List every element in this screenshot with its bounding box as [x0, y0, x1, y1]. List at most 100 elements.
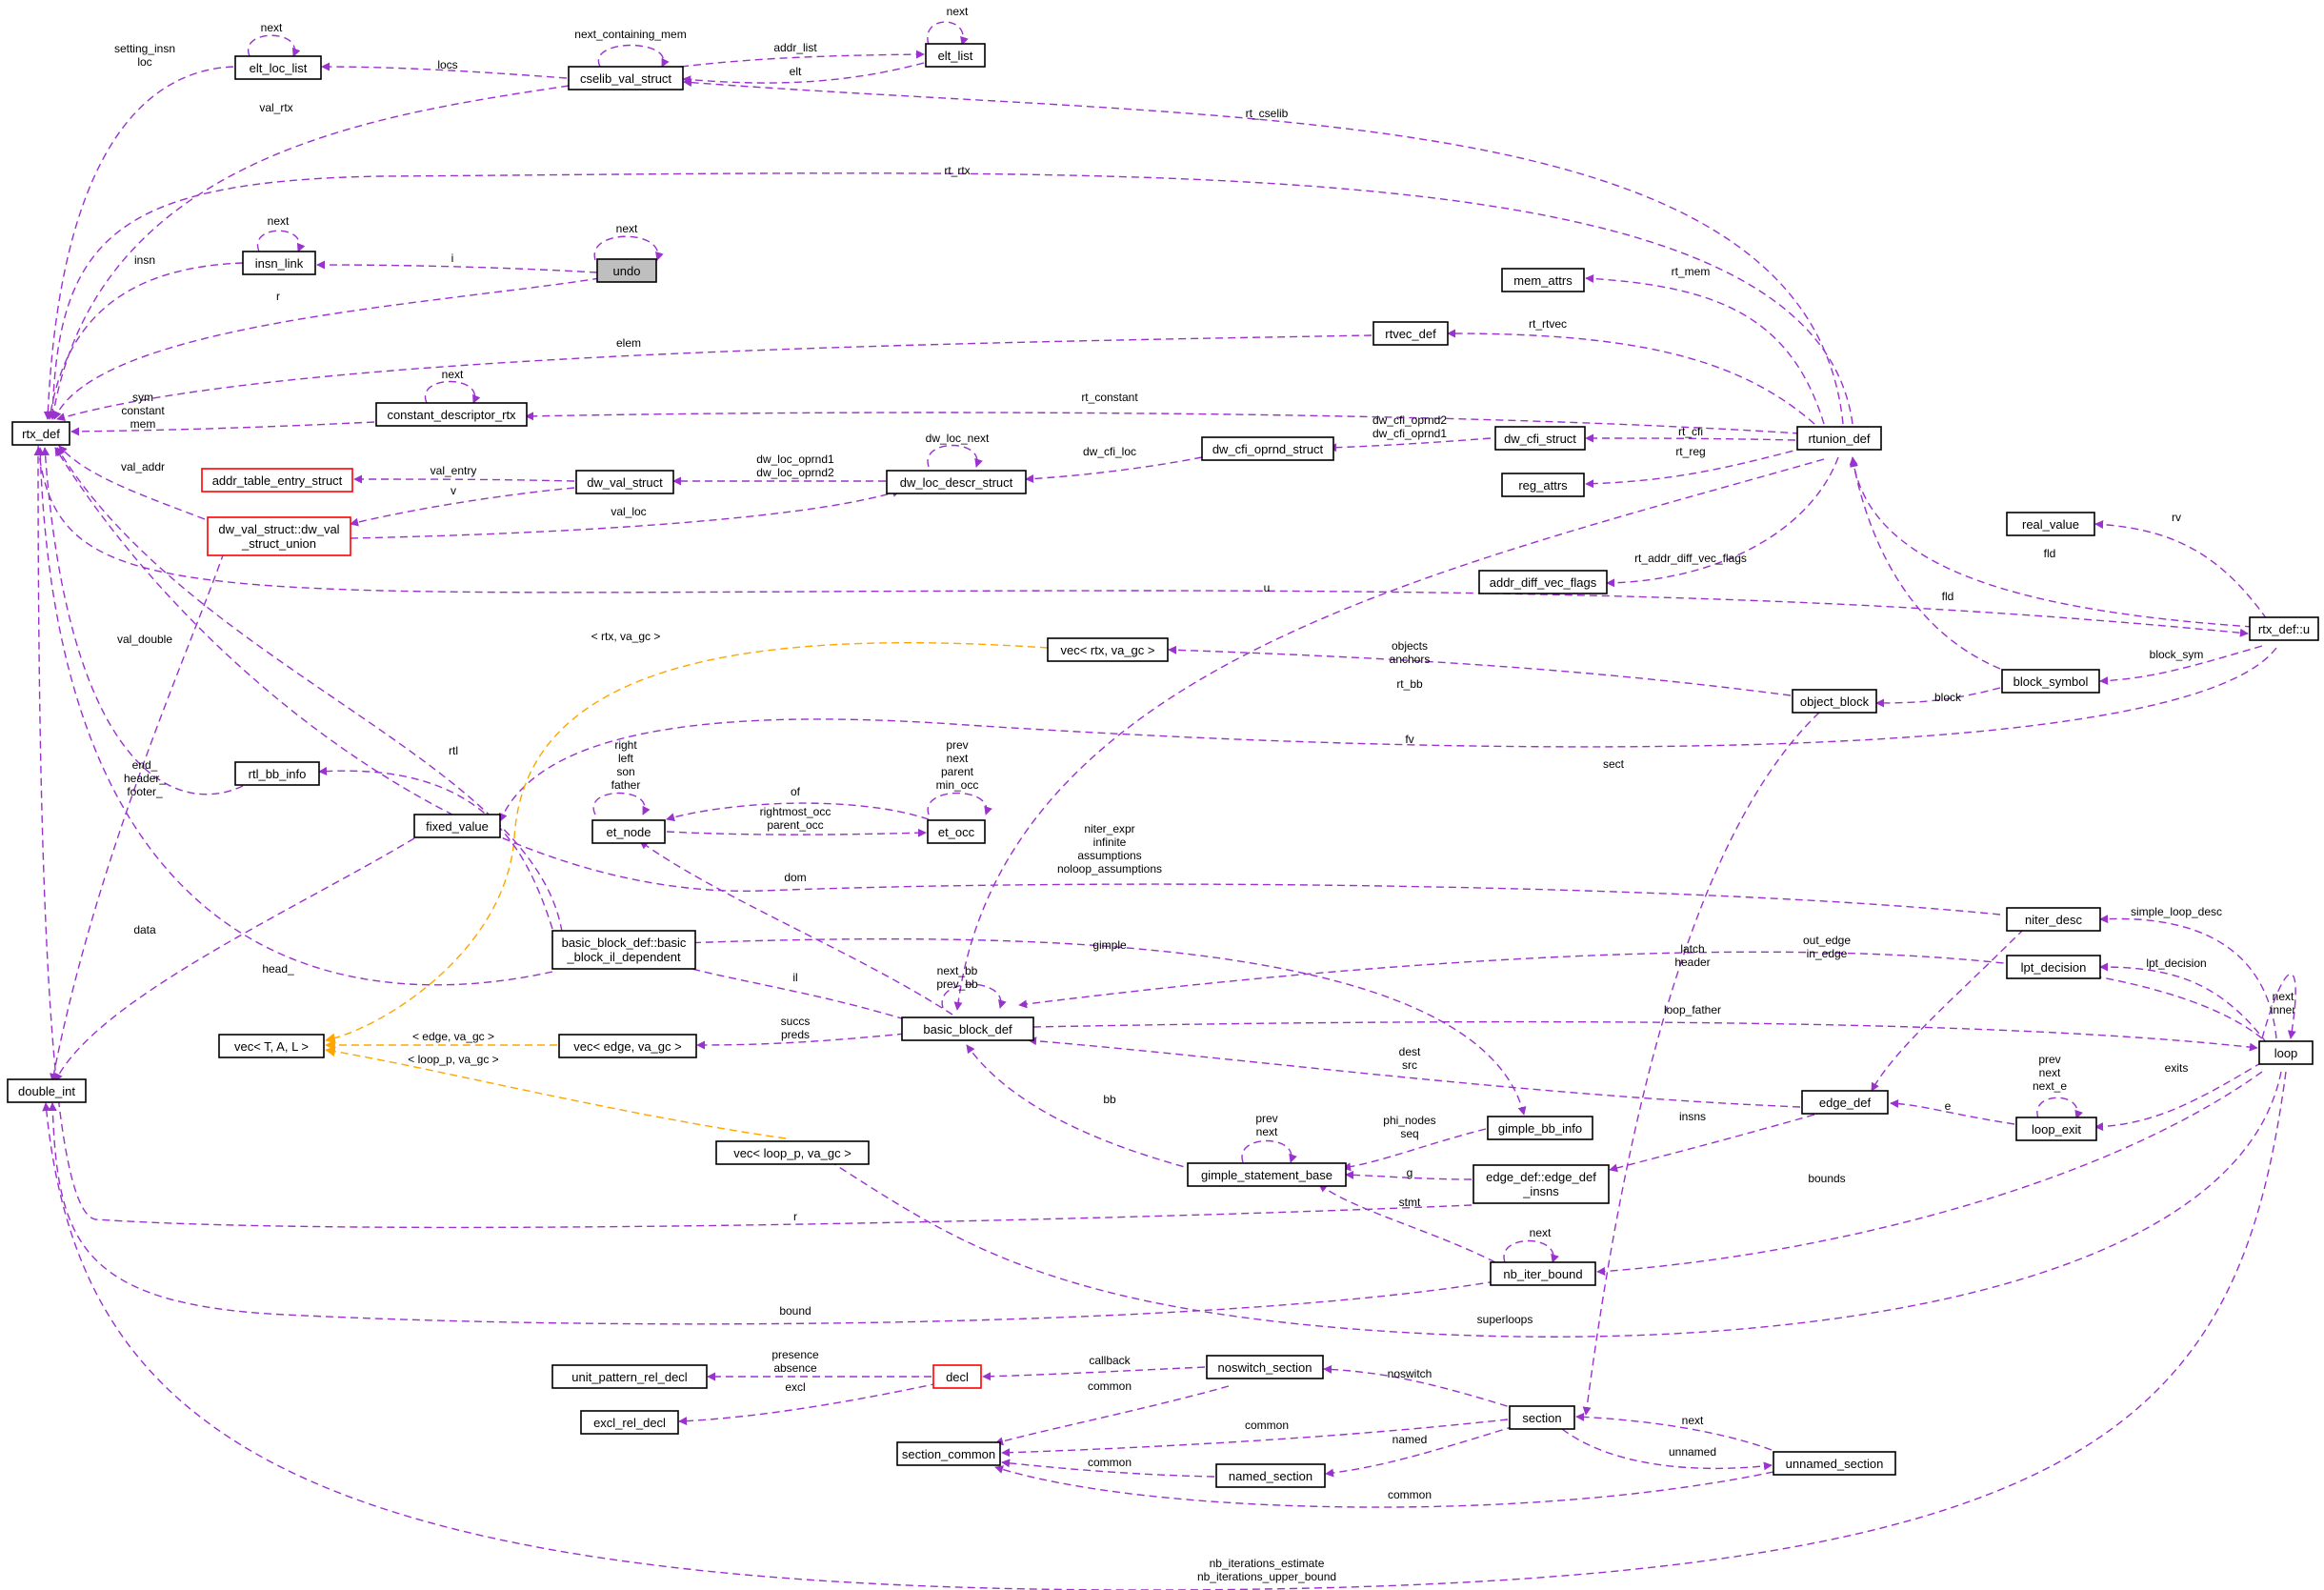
edge-cselib-self [597, 44, 670, 68]
label-presence: presence [771, 1348, 819, 1361]
node-rtvec-def[interactable]: rtvec_def [1372, 321, 1449, 346]
node-rtunion-def[interactable]: rtunion_def [1796, 426, 1882, 451]
node-et-node[interactable]: et_node [591, 819, 666, 844]
node-noswitch-section[interactable]: noswitch_section [1206, 1355, 1324, 1379]
node-reg-attrs[interactable]: reg_attrs [1501, 473, 1585, 497]
edge-loop-loop-exit [2094, 1061, 2263, 1132]
label-absence: absence [773, 1361, 817, 1375]
node-decl-label: decl [946, 1370, 969, 1384]
node-vec-rtx-va-gc[interactable]: vec< rtx, va_gc > [1047, 637, 1169, 662]
node-addr-diff-vec-flags[interactable]: addr_diff_vec_flags [1478, 570, 1608, 594]
edge-rtx-def-u [37, 445, 2249, 637]
edge-basic-block-loop [1032, 1020, 2258, 1052]
node-named-section[interactable]: named_section [1215, 1463, 1326, 1488]
edge-oprnd-dw-loc-descr [1025, 456, 1203, 484]
node-edge-def-insns[interactable]: edge_def::edge_def_insns [1473, 1164, 1610, 1204]
edge-unnamed-section [1575, 1412, 1773, 1451]
label-g: g [1407, 1166, 1413, 1179]
node-object-block[interactable]: object_block [1792, 689, 1877, 714]
label-block: block [1934, 691, 1962, 704]
node-section-common[interactable]: section_common [896, 1441, 1001, 1466]
node-vec-loop-p-va-gc-label: vec< loop_p, va_gc > [733, 1146, 851, 1160]
node-edge-def[interactable]: edge_def [1801, 1090, 1889, 1115]
node-rtunion-def-label: rtunion_def [1808, 432, 1870, 446]
edge-insn-link-rtx [46, 262, 244, 420]
node-rtx-def-u[interactable]: rtx_def::u [2249, 616, 2319, 641]
node-et-node-label: et_node [607, 825, 651, 839]
node-gimple-statement-base[interactable]: gimple_statement_base [1187, 1162, 1347, 1187]
node-vec-T-A-L[interactable]: vec< T, A, L > [218, 1034, 325, 1058]
label-footer: footer_ [127, 785, 163, 798]
node-section[interactable]: section [1509, 1405, 1575, 1430]
node-undo[interactable]: undo [596, 258, 657, 283]
label-addr-list: addr_list [773, 41, 817, 54]
node-mem-attrs[interactable]: mem_attrs [1501, 268, 1585, 292]
edge-loop-nb-iter-bound [1596, 1071, 2263, 1276]
edge-block-symbol-rtunion [1850, 458, 2001, 670]
node-addr-table-entry-struct[interactable]: addr_table_entry_struct [201, 468, 353, 493]
node-double-int-label: double_int [18, 1084, 75, 1098]
edge-gimple-bb-info-stmt [1342, 1128, 1487, 1172]
node-dw-val-struct[interactable]: dw_val_struct [575, 470, 674, 494]
label-fld-2: fld [1942, 590, 1954, 603]
node-gimple-bb-info[interactable]: gimple_bb_info [1487, 1116, 1593, 1140]
label-edge-va-gc: < edge, va_gc > [412, 1030, 494, 1043]
edge-niter-desc-rtx [54, 447, 2001, 916]
node-unit-pattern-rel-decl[interactable]: unit_pattern_rel_decl [551, 1364, 708, 1389]
node-basic-block-il-dependent[interactable]: basic_block_def::basic_block_il_dependen… [551, 930, 696, 970]
label-next-insn-link: next [268, 214, 290, 228]
label-preds: preds [781, 1028, 810, 1041]
edge-undo-self [593, 235, 664, 261]
label-next-loop: next [2273, 990, 2294, 1003]
node-rtx-def[interactable]: rtx_def [11, 421, 70, 446]
edge-section-named [1325, 1425, 1515, 1478]
edge-elt-loc-list-rtx [43, 66, 234, 420]
edge-basic-block-self [941, 983, 1007, 1009]
node-elt-loc-list[interactable]: elt_loc_list [234, 55, 322, 80]
node-rtx-def-label: rtx_def [22, 427, 60, 441]
node-block-symbol[interactable]: block_symbol [2001, 669, 2100, 694]
node-decl[interactable]: decl [932, 1364, 982, 1389]
label-niter-expr: niter_expr [1084, 822, 1134, 835]
node-unnamed-section[interactable]: unnamed_section [1773, 1451, 1896, 1476]
node-insn-link[interactable]: insn_link [242, 251, 316, 275]
node-constant-descriptor-rtx[interactable]: constant_descriptor_rtx [375, 402, 528, 427]
edge-rtvec-rtx [56, 334, 1372, 422]
label-latch: latch [1680, 942, 1704, 956]
node-cselib-val-struct[interactable]: cselib_val_struct [568, 66, 684, 91]
node-double-int[interactable]: double_int [7, 1078, 87, 1103]
node-dw-val-union[interactable]: dw_val_struct::dw_val_struct_union [207, 516, 351, 556]
label-v: v [451, 484, 456, 497]
edge-block-symbol-object-block [1875, 687, 2001, 708]
node-dw-cfi-oprnd-struct[interactable]: dw_cfi_oprnd_struct [1201, 436, 1334, 461]
label-bb: bb [1103, 1093, 1116, 1106]
node-real-value[interactable]: real_value [2006, 512, 2095, 536]
node-vec-loop-p-va-gc[interactable]: vec< loop_p, va_gc > [715, 1140, 870, 1165]
edge-elt-list-cselib [682, 62, 925, 85]
node-loop-exit[interactable]: loop_exit [2015, 1117, 2097, 1141]
node-vec-edge-va-gc[interactable]: vec< edge, va_gc > [558, 1034, 697, 1058]
edge-object-block-section [1582, 712, 1820, 1416]
label-dw-cfi-oprnd1: dw_cfi_oprnd1 [1372, 427, 1447, 440]
node-nb-iter-bound[interactable]: nb_iter_bound [1490, 1261, 1596, 1286]
node-excl-rel-decl[interactable]: excl_rel_decl [580, 1410, 679, 1435]
node-elt-list[interactable]: elt_list [925, 43, 986, 68]
node-fixed-value[interactable]: fixed_value [413, 814, 501, 838]
edge-loop-basic-block [1018, 951, 2263, 1039]
nodes: rtx_def double_int elt_loc_list cselib_v… [7, 43, 2319, 1488]
node-et-occ[interactable]: et_occ [927, 819, 986, 844]
edge-elt-list-self [927, 21, 969, 46]
label-loop-father: loop_father [1664, 1003, 1721, 1016]
node-basic-block-def[interactable]: basic_block_def [901, 1016, 1034, 1041]
node-lpt-decision[interactable]: lpt_decision [2006, 955, 2101, 979]
label-inner: inner [2271, 1003, 2296, 1016]
node-rtl-bb-info[interactable]: rtl_bb_info [234, 761, 320, 786]
node-dw-cfi-struct[interactable]: dw_cfi_struct [1494, 426, 1586, 451]
node-niter-desc[interactable]: niter_desc [2006, 907, 2101, 932]
node-loop[interactable]: loop [2258, 1040, 2314, 1065]
label-head: head_ [262, 962, 294, 976]
node-rtvec-def-label: rtvec_def [1385, 327, 1436, 341]
node-dw-loc-descr-struct[interactable]: dw_loc_descr_struct [886, 470, 1027, 494]
node-mem-attrs-label: mem_attrs [1513, 273, 1573, 288]
label-common-noswitch: common [1088, 1379, 1132, 1393]
